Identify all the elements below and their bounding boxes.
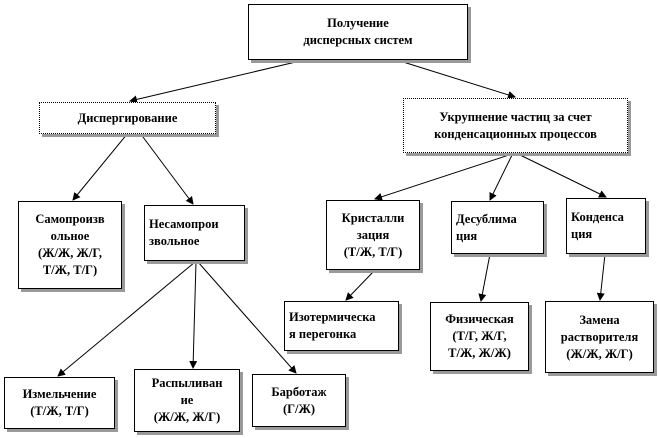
node-spontaneous: Самопроизв ольное (Ж/Ж, Ж/Г, Т/Ж, Т/Г) bbox=[18, 201, 122, 289]
node-physical: Физическая (Т/Г, Ж/Г, Т/Ж, Ж/Ж) bbox=[430, 302, 529, 371]
node-condensation-sub: Конденса ция bbox=[566, 198, 646, 254]
arrow-condensation-crystallization bbox=[374, 152, 516, 201]
arrow-crystallization-isothermal bbox=[345, 269, 376, 301]
node-nonspontaneous: Несамопрои звольное bbox=[144, 205, 245, 261]
node-crystallization: Кристалли зация (Т/Ж, Т/Г) bbox=[326, 200, 420, 270]
node-isothermal: Изотермическа я перегонка bbox=[284, 301, 399, 351]
node-grinding: Измельчение (Т/Ж, Т/Г) bbox=[4, 377, 115, 429]
arrow-root-dispersion bbox=[129, 60, 301, 104]
arrow-dispersion-nonspontaneous bbox=[139, 132, 194, 205]
node-root: Получение дисперсных систем bbox=[248, 4, 468, 60]
node-dispersion: Диспергирование bbox=[39, 102, 216, 134]
arrow-root-condensation bbox=[399, 60, 516, 99]
node-solvent: Замена растворителя (Ж/Ж, Ж/Г) bbox=[545, 301, 654, 373]
node-condensation: Укрупнение частиц за счет конденсационны… bbox=[403, 98, 628, 153]
arrow-nonspontaneous-spraying bbox=[189, 261, 198, 369]
arrow-condensation-desublimation bbox=[489, 152, 514, 201]
node-desublimation: Десублима ция bbox=[451, 201, 544, 254]
arrow-desublimation-physical bbox=[478, 253, 491, 302]
arrow-dispersion-spontaneous bbox=[72, 132, 129, 201]
node-bubbling: Барботаж (Г/Ж) bbox=[252, 374, 346, 427]
arrow-nonspontaneous-grinding bbox=[57, 261, 196, 377]
arrow-condensation-condensation-sub bbox=[515, 152, 607, 198]
arrow-nonspontaneous-bubbling bbox=[197, 261, 297, 374]
arrow-condensation-sub-solvent bbox=[596, 253, 606, 301]
node-spraying: Распыливан ие (Ж/Ж, Ж/Г) bbox=[134, 369, 240, 432]
